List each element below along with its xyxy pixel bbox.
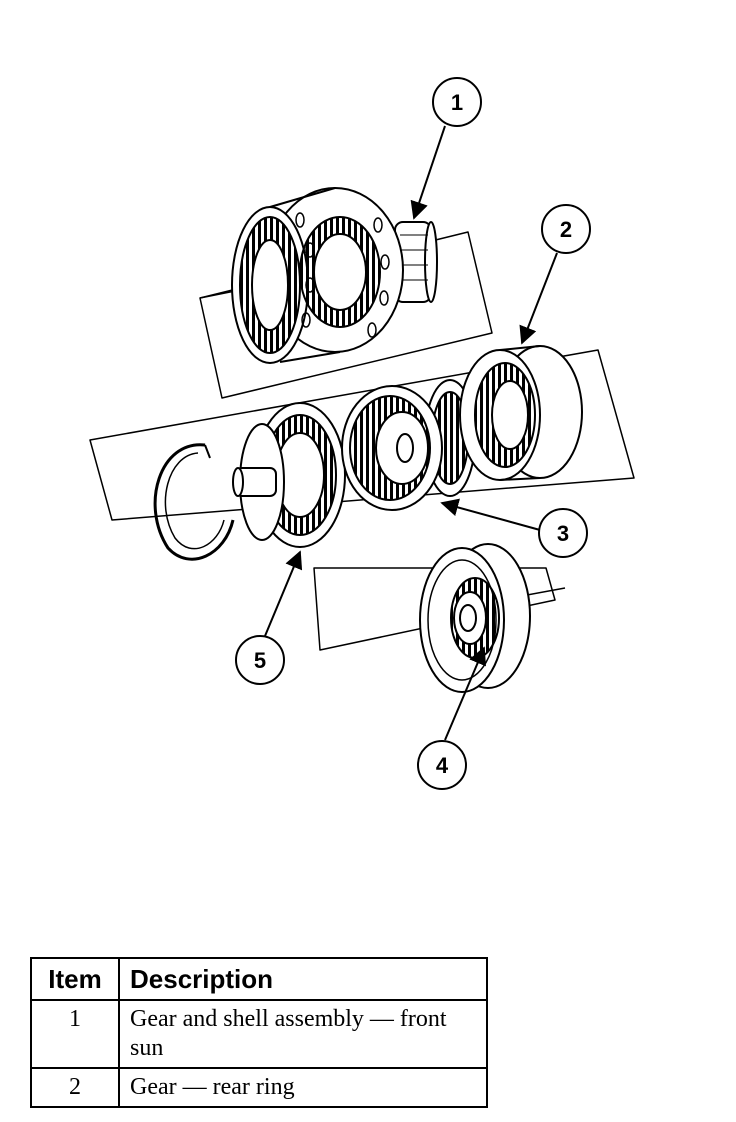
part-rear-planet-carrier — [232, 402, 346, 548]
callout-2: 2 — [541, 204, 591, 254]
part-planet-assembly — [341, 379, 476, 511]
legend-row: 2 Gear — rear ring — [30, 1067, 488, 1108]
arrow-3 — [440, 498, 541, 531]
svg-text:2: 2 — [560, 217, 572, 242]
legend-header-item: Item — [30, 957, 120, 1001]
leader-arrows — [264, 125, 558, 741]
svg-text:3: 3 — [557, 521, 569, 546]
callout-1: 1 — [432, 77, 482, 127]
svg-text:4: 4 — [436, 753, 449, 778]
callout-3: 3 — [538, 508, 588, 558]
legend-header-description: Description — [118, 957, 488, 1001]
arrow-1 — [410, 125, 446, 220]
legend-table: Item Description 1 Gear and shell assemb… — [30, 957, 488, 1108]
legend-item-number: 2 — [30, 1067, 120, 1108]
part-rear-sun-gear — [313, 543, 566, 693]
svg-text:5: 5 — [254, 648, 266, 673]
legend-item-description: Gear — rear ring — [118, 1067, 488, 1108]
callout-4: 4 — [417, 740, 467, 790]
legend-row: 1 Gear and shell assembly — front sun — [30, 999, 488, 1069]
legend-item-number: 1 — [30, 999, 120, 1069]
exploded-gear-diagram: 1 2 3 4 5 — [89, 77, 635, 790]
arrow-2 — [519, 252, 558, 345]
part-gear-and-shell-assembly — [199, 187, 493, 399]
arrow-5 — [264, 550, 303, 637]
part-rear-ring-gear — [459, 345, 583, 481]
part-snap-ring — [153, 443, 235, 561]
legend-header-row: Item Description — [30, 957, 488, 1001]
svg-text:1: 1 — [451, 90, 463, 115]
legend-item-description: Gear and shell assembly — front sun — [118, 999, 488, 1069]
callout-5: 5 — [235, 635, 285, 685]
arrow-4 — [444, 646, 486, 741]
